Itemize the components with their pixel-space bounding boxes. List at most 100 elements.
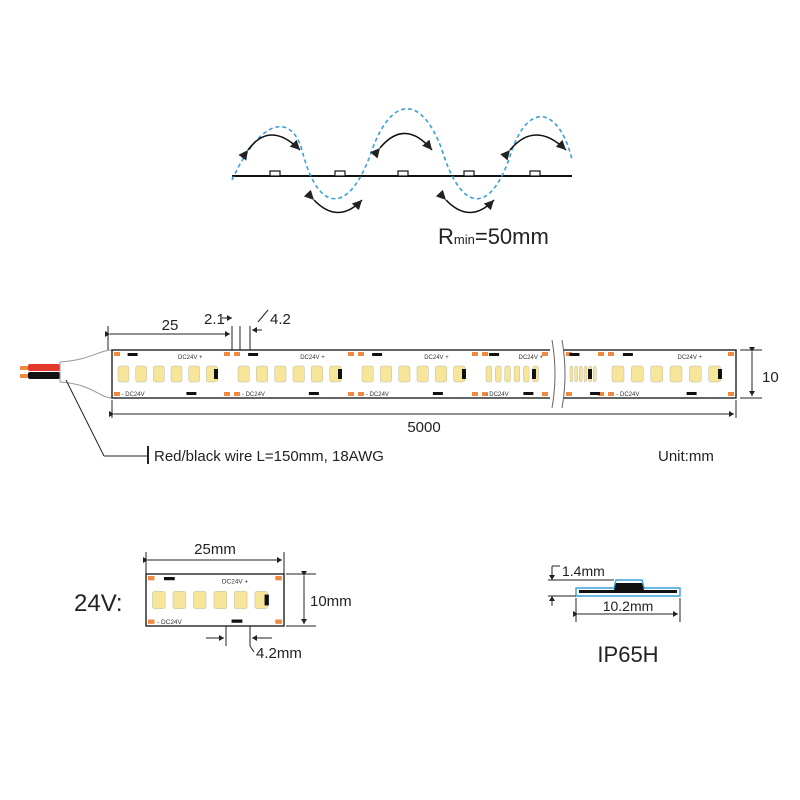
led-chip bbox=[170, 365, 183, 383]
ic-component bbox=[532, 369, 536, 379]
led-chip bbox=[153, 365, 165, 383]
profile-thickness-label: 1.4mm bbox=[562, 563, 605, 579]
dim-length bbox=[109, 400, 737, 418]
detail-dim-length bbox=[143, 552, 285, 574]
solder-pad bbox=[275, 619, 282, 624]
led-chip bbox=[380, 365, 392, 383]
bend-diagram: Rmin=50mm bbox=[231, 108, 573, 249]
dc-label: DC24V + bbox=[178, 355, 203, 361]
dim-segment-label: 25 bbox=[162, 317, 179, 334]
solder-pad bbox=[472, 352, 478, 356]
solder-pad bbox=[598, 392, 604, 396]
wire-leader bbox=[65, 379, 149, 464]
led-chip bbox=[485, 365, 493, 383]
led-chip bbox=[513, 365, 521, 383]
solder-pad bbox=[234, 392, 240, 396]
led-chip bbox=[237, 365, 250, 383]
resistor bbox=[523, 392, 534, 395]
solder-pad bbox=[542, 352, 548, 356]
dc-label: - DC24V bbox=[122, 392, 145, 398]
led-chip bbox=[361, 365, 374, 383]
detail-width-label: 10mm bbox=[310, 593, 352, 610]
dc-label: DC24V + bbox=[300, 355, 325, 361]
resistor bbox=[622, 353, 633, 356]
led-chip bbox=[416, 365, 429, 383]
led-chip bbox=[631, 365, 644, 383]
resistor bbox=[489, 353, 500, 356]
led-chip bbox=[311, 365, 323, 383]
solder-pad bbox=[224, 392, 230, 396]
bend-radius-label: Rmin=50mm bbox=[438, 224, 549, 249]
led-chip bbox=[398, 365, 411, 383]
resistor bbox=[372, 353, 383, 356]
solder-pad bbox=[608, 392, 614, 396]
solder-pad bbox=[148, 576, 155, 581]
solder-pad bbox=[348, 352, 354, 356]
dc-label: - DC24V bbox=[616, 392, 639, 398]
ic-component bbox=[264, 594, 269, 606]
solder-pad bbox=[728, 352, 734, 356]
profile-dim-thickness bbox=[548, 565, 614, 606]
led-chip bbox=[135, 365, 147, 383]
solder-pad bbox=[728, 392, 734, 396]
solder-pad bbox=[114, 392, 120, 396]
dim-width-label: 10 bbox=[762, 369, 779, 386]
led-chip bbox=[435, 365, 447, 383]
dc-label: DC24V + bbox=[678, 355, 703, 361]
led-chip bbox=[569, 365, 574, 383]
resistor bbox=[432, 392, 443, 395]
resistor bbox=[186, 392, 197, 395]
solder-pad bbox=[358, 392, 364, 396]
ic-component bbox=[462, 369, 466, 379]
dc-label: - DC24V bbox=[157, 619, 182, 626]
led-chip bbox=[172, 591, 186, 609]
solder-pad bbox=[234, 352, 240, 356]
led-chip bbox=[495, 365, 502, 383]
resistor bbox=[686, 392, 697, 395]
profile-diagram: 1.4mm 10.2mm IP65H bbox=[548, 563, 681, 667]
led-chip bbox=[583, 365, 588, 383]
solder-pad bbox=[358, 352, 364, 356]
solder-pad bbox=[482, 392, 488, 396]
ic-component bbox=[214, 369, 218, 379]
ic-component bbox=[718, 369, 722, 379]
led-chip bbox=[274, 365, 287, 383]
dc-label: - DC24V bbox=[242, 392, 265, 398]
bend-chips bbox=[269, 170, 541, 177]
led-chip bbox=[669, 365, 683, 383]
strip-diagram: DC24V + - DC24V DC24V + - DC24V DC24V + - DC2… bbox=[20, 309, 779, 465]
detail-dim-gap bbox=[206, 626, 272, 653]
dim-gap-label: 4.2 bbox=[270, 311, 291, 328]
detail-gap-label: 4.2mm bbox=[256, 645, 302, 662]
dc-label: - DC24V bbox=[366, 392, 389, 398]
solder-pad bbox=[275, 576, 282, 581]
detail-length-label: 25mm bbox=[194, 541, 236, 558]
led-chip bbox=[574, 365, 578, 383]
ip-rating-label: IP65H bbox=[597, 642, 658, 667]
solder-pad bbox=[598, 352, 604, 356]
unit-label: Unit:mm bbox=[658, 448, 714, 465]
resistor bbox=[127, 353, 138, 356]
solder-pad bbox=[566, 392, 572, 396]
resistor bbox=[248, 353, 259, 356]
strip-leds: DC24V + - DC24V DC24V + - DC24V DC24V + - DC2… bbox=[114, 352, 734, 398]
resistor bbox=[569, 353, 580, 356]
solder-pad bbox=[542, 392, 548, 396]
dim-length-label: 5000 bbox=[407, 419, 440, 436]
solder-pad bbox=[608, 352, 614, 356]
profile-width-label: 10.2mm bbox=[603, 598, 654, 614]
led-chip bbox=[292, 365, 305, 383]
led-chip bbox=[117, 365, 130, 383]
ic-component bbox=[588, 369, 592, 379]
led-chip bbox=[188, 365, 200, 383]
resistor bbox=[308, 392, 319, 395]
led-chip bbox=[689, 365, 702, 383]
detail-dim-width bbox=[286, 571, 316, 627]
dc-label: DC24V + bbox=[222, 579, 249, 586]
dim-pad-label: 2.1 bbox=[204, 311, 225, 328]
dim-width bbox=[740, 347, 762, 399]
solder-pad bbox=[114, 352, 120, 356]
solder-pad bbox=[348, 392, 354, 396]
solder-pad bbox=[224, 352, 230, 356]
solder-pad bbox=[566, 352, 572, 356]
